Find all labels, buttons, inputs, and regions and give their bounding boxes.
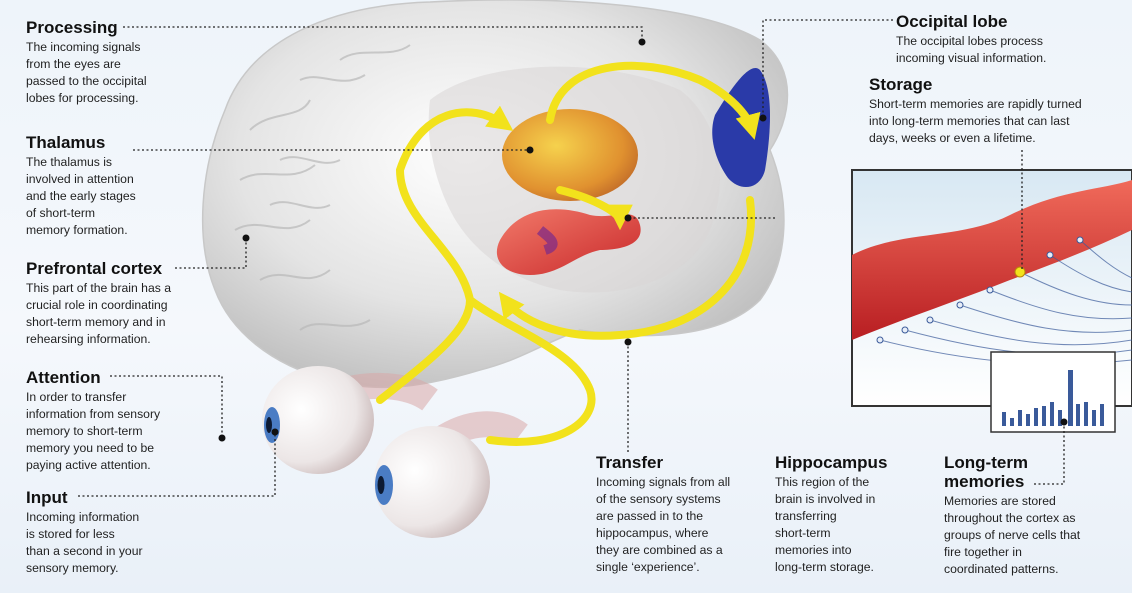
label-thalamus: Thalamus The thalamus is involved in att… bbox=[26, 133, 226, 239]
attention-text: In order to transfer information from se… bbox=[26, 390, 161, 472]
brain bbox=[201, 0, 789, 389]
storage-title: Storage bbox=[869, 75, 933, 94]
thalamus-text: The thalamus is involved in attention an… bbox=[26, 155, 136, 237]
transfer-title: Transfer bbox=[596, 453, 664, 472]
label-transfer: Transfer Incoming signals from all of th… bbox=[596, 453, 771, 576]
label-processing: Processing The incoming signals from the… bbox=[26, 18, 226, 107]
label-storage: Storage Short-term memories are rapidly … bbox=[869, 75, 1129, 147]
label-prefrontal: Prefrontal cortex This part of the brain… bbox=[26, 259, 236, 348]
processing-title: Processing bbox=[26, 18, 118, 37]
hippocampus-text: This region of the brain is involved in … bbox=[775, 475, 876, 574]
prefrontal-text: This part of the brain has a crucial rol… bbox=[26, 281, 171, 346]
transfer-text: Incoming signals from all of the sensory… bbox=[596, 475, 731, 574]
input-title: Input bbox=[26, 488, 68, 507]
storage-text: Short-term memories are rapidly turned i… bbox=[869, 97, 1082, 145]
label-input: Input Incoming information is stored for… bbox=[26, 488, 226, 577]
prefrontal-title: Prefrontal cortex bbox=[26, 259, 163, 278]
thalamus-title: Thalamus bbox=[26, 133, 106, 152]
occipital-title: Occipital lobe bbox=[896, 12, 1008, 31]
thalamus-structure bbox=[502, 109, 638, 201]
hippocampus-structure bbox=[496, 209, 641, 275]
longterm-text: Memories are stored throughout the corte… bbox=[944, 494, 1081, 576]
input-text: Incoming information is stored for less … bbox=[26, 510, 143, 575]
label-hippocampus: Hippocampus This region of the brain is … bbox=[775, 453, 925, 576]
occipital-text: The occipital lobes process incoming vis… bbox=[896, 34, 1047, 65]
label-occipital: Occipital lobe The occipital lobes proce… bbox=[896, 12, 1116, 67]
signal-pathway bbox=[376, 61, 761, 446]
label-attention: Attention In order to transfer informati… bbox=[26, 368, 226, 474]
leader-dots bbox=[218, 38, 1068, 442]
processing-text: The incoming signals from the eyes are p… bbox=[26, 40, 147, 105]
label-longterm: Long-term memories Memories are stored t… bbox=[944, 453, 1124, 578]
hippocampus-title: Hippocampus bbox=[775, 453, 888, 472]
leader-lines bbox=[78, 19, 1065, 497]
longterm-title: Long-term memories bbox=[944, 453, 1029, 491]
storage-inset bbox=[851, 169, 1132, 433]
attention-title: Attention bbox=[26, 368, 101, 387]
